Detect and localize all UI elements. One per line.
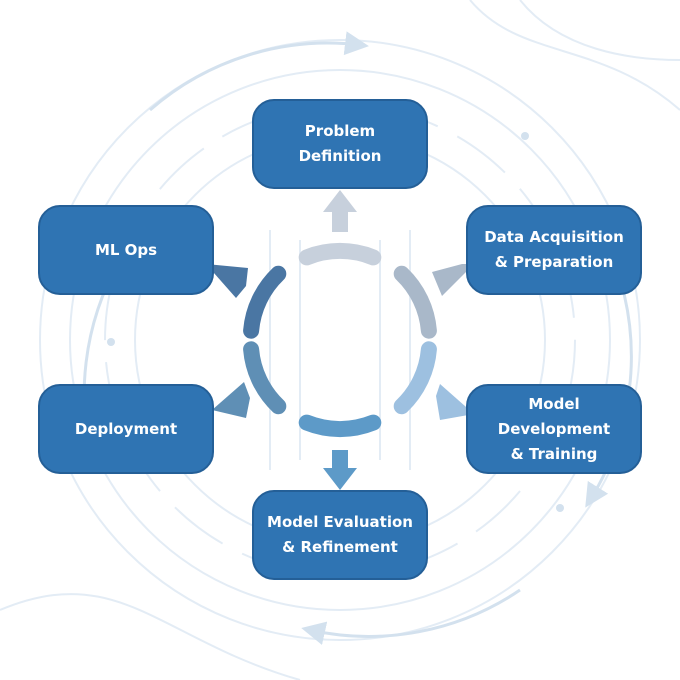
ring-segment-6: [243, 265, 287, 339]
ring-segment-4: [298, 414, 382, 437]
bg-arrow-bottom: [301, 588, 521, 645]
ring-segment-3: [393, 341, 437, 415]
stage-label-line: Model Evaluation: [267, 513, 413, 531]
ring-segment-2: [393, 265, 437, 339]
stage-label-line: Problem: [304, 122, 376, 140]
stage-deployment: Deployment: [38, 384, 214, 474]
bg-arrow-top: [149, 31, 369, 112]
stage-model-evaluation: Model Evaluation & Refinement: [252, 490, 428, 580]
ring-segment-1: [298, 243, 382, 266]
arrow-to-mlops: [206, 264, 248, 298]
stage-label-line: & Refinement: [282, 538, 398, 556]
stage-label-line: & Preparation: [494, 253, 614, 271]
bg-curve-tr: [469, 0, 680, 111]
stage-problem-definition: Problem Definition: [252, 99, 428, 189]
arrow-to-deploy: [212, 382, 250, 418]
stage-label-line: Data Acquisition: [484, 228, 624, 246]
center-ring: [243, 243, 437, 437]
stage-label-line: ML Ops: [94, 240, 158, 259]
arrow-to-data: [432, 264, 474, 296]
bg-dot: [107, 338, 115, 346]
bg-ring-2: [69, 69, 611, 611]
stage-label-line: Definition: [298, 147, 382, 165]
ring-segment-5: [243, 341, 287, 415]
stage-label-line: Model Development: [497, 394, 611, 438]
bg-ring-outer: [39, 39, 641, 641]
stage-label-line: Deployment: [74, 419, 178, 438]
bg-dot: [556, 504, 564, 512]
stage-ml-ops: ML Ops: [38, 205, 214, 295]
bg-curve-bl: [0, 593, 301, 680]
stage-model-development: Model Development & Training: [466, 384, 642, 474]
arrow-to-problem: [323, 190, 357, 232]
arrow-to-model-eval: [323, 450, 357, 490]
arrow-to-model-dev: [436, 384, 474, 420]
bg-curve-tr2: [519, 0, 680, 61]
bg-dot: [521, 132, 529, 140]
stage-label-line: & Training: [510, 444, 598, 463]
stage-data-acquisition: Data Acquisition & Preparation: [466, 205, 642, 295]
stage-arrows: [206, 190, 474, 490]
